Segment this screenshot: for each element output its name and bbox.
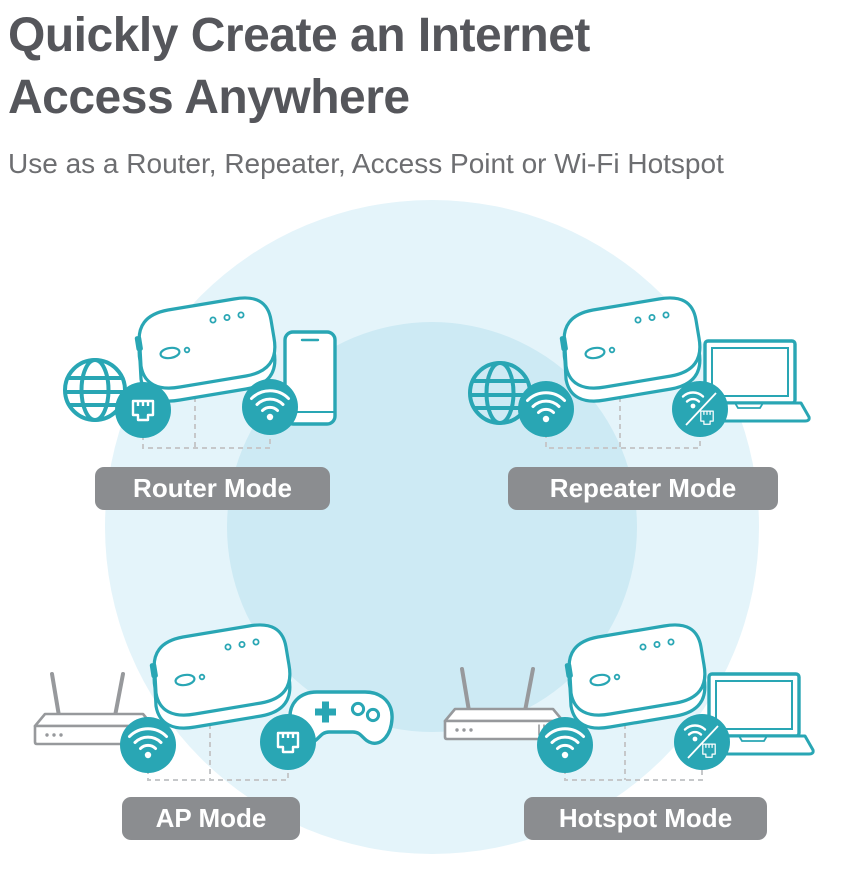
ethernet-badge-icon	[113, 380, 173, 440]
repeater-mode-diagram	[468, 296, 811, 449]
hotspot-mode-diagram	[443, 623, 815, 781]
repeater-mode-label: Repeater Mode	[508, 467, 778, 510]
wifi-ethernet-badge-icon	[672, 712, 732, 772]
wifi-badge-icon	[118, 715, 178, 775]
wifi-badge-icon	[535, 715, 595, 775]
page-title-line1: Quickly Create an Internet	[8, 9, 590, 62]
hotspot-mode-label: Hotspot Mode	[524, 797, 767, 840]
travel-router-device-icon	[562, 623, 707, 730]
ethernet-badge-icon	[258, 712, 318, 772]
wifi-badge-icon	[516, 379, 576, 439]
page-subtitle: Use as a Router, Repeater, Access Point …	[8, 148, 724, 179]
router-mode-diagram	[63, 296, 337, 449]
page-title-line2: Access Anywhere	[8, 71, 410, 124]
travel-router-device-icon	[147, 623, 292, 730]
wifi-ethernet-badge-icon	[670, 379, 730, 439]
ap-mode-label: AP Mode	[122, 797, 300, 840]
travel-router-device-icon	[557, 296, 702, 403]
wifi-badge-icon	[240, 377, 300, 437]
ap-mode-diagram	[33, 623, 394, 781]
router-mode-label: Router Mode	[95, 467, 330, 510]
